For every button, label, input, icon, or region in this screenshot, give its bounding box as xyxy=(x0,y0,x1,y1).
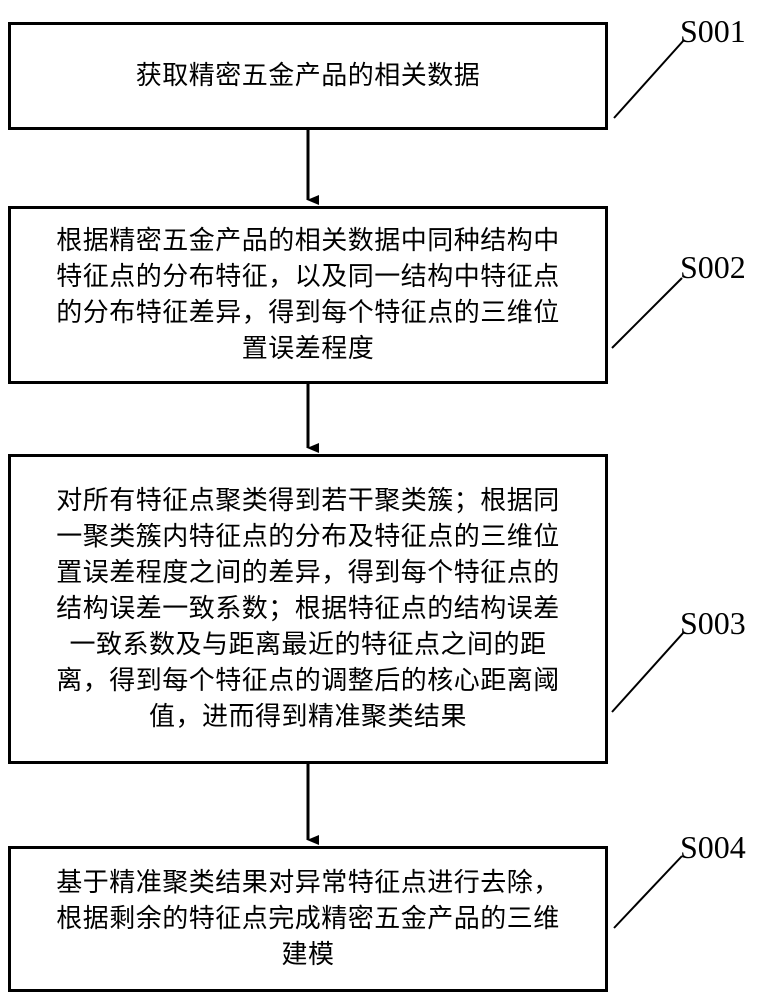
text-line: 根据剩余的特征点完成精密五金产品的三维 xyxy=(15,901,601,937)
leader-line-s001 xyxy=(614,40,684,118)
step-label-s004: S004 xyxy=(680,830,746,864)
step-label-s002: S002 xyxy=(680,250,746,284)
step-text-s003: 对所有特征点聚类得到若干聚类簇；根据同 一聚类簇内特征点的分布及特征点的三维位 … xyxy=(11,457,605,761)
leader-line-s003 xyxy=(612,632,684,712)
text-line: 的分布特征差异，得到每个特征点的三维位 xyxy=(15,295,601,331)
text-line: 结构误差一致系数；根据特征点的结构误差 xyxy=(15,591,601,627)
leader-line-s004 xyxy=(614,856,682,928)
step-box-s001: 获取精密五金产品的相关数据 xyxy=(8,22,608,130)
step-box-s004: 基于精准聚类结果对异常特征点进行去除， 根据剩余的特征点完成精密五金产品的三维 … xyxy=(8,846,608,992)
step-text-s004: 基于精准聚类结果对异常特征点进行去除， 根据剩余的特征点完成精密五金产品的三维 … xyxy=(11,849,605,989)
step-label-s003: S003 xyxy=(680,606,746,640)
text-line: 值，进而得到精准聚类结果 xyxy=(15,699,601,735)
text-line: 根据精密五金产品的相关数据中同种结构中 xyxy=(15,223,601,259)
text-line: 离，得到每个特征点的调整后的核心距离阈 xyxy=(15,663,601,699)
text-line: 置误差程度之间的差异，得到每个特征点的 xyxy=(15,555,601,591)
text-line: 基于精准聚类结果对异常特征点进行去除， xyxy=(15,865,601,901)
text-line: 一聚类簇内特征点的分布及特征点的三维位 xyxy=(15,519,601,555)
text-line: 获取精密五金产品的相关数据 xyxy=(15,58,601,94)
step-label-s001: S001 xyxy=(680,14,746,48)
text-line: 一致系数及与距离最近的特征点之间的距 xyxy=(15,627,601,663)
text-line: 置误差程度 xyxy=(15,331,601,367)
step-text-s001: 获取精密五金产品的相关数据 xyxy=(11,25,605,127)
step-text-s002: 根据精密五金产品的相关数据中同种结构中 特征点的分布特征，以及同一结构中特征点 … xyxy=(11,209,605,381)
step-box-s003: 对所有特征点聚类得到若干聚类簇；根据同 一聚类簇内特征点的分布及特征点的三维位 … xyxy=(8,454,608,764)
text-line: 特征点的分布特征，以及同一结构中特征点 xyxy=(15,259,601,295)
step-box-s002: 根据精密五金产品的相关数据中同种结构中 特征点的分布特征，以及同一结构中特征点 … xyxy=(8,206,608,384)
text-line: 对所有特征点聚类得到若干聚类簇；根据同 xyxy=(15,483,601,519)
leader-line-s002 xyxy=(612,278,682,348)
text-line: 建模 xyxy=(15,937,601,973)
